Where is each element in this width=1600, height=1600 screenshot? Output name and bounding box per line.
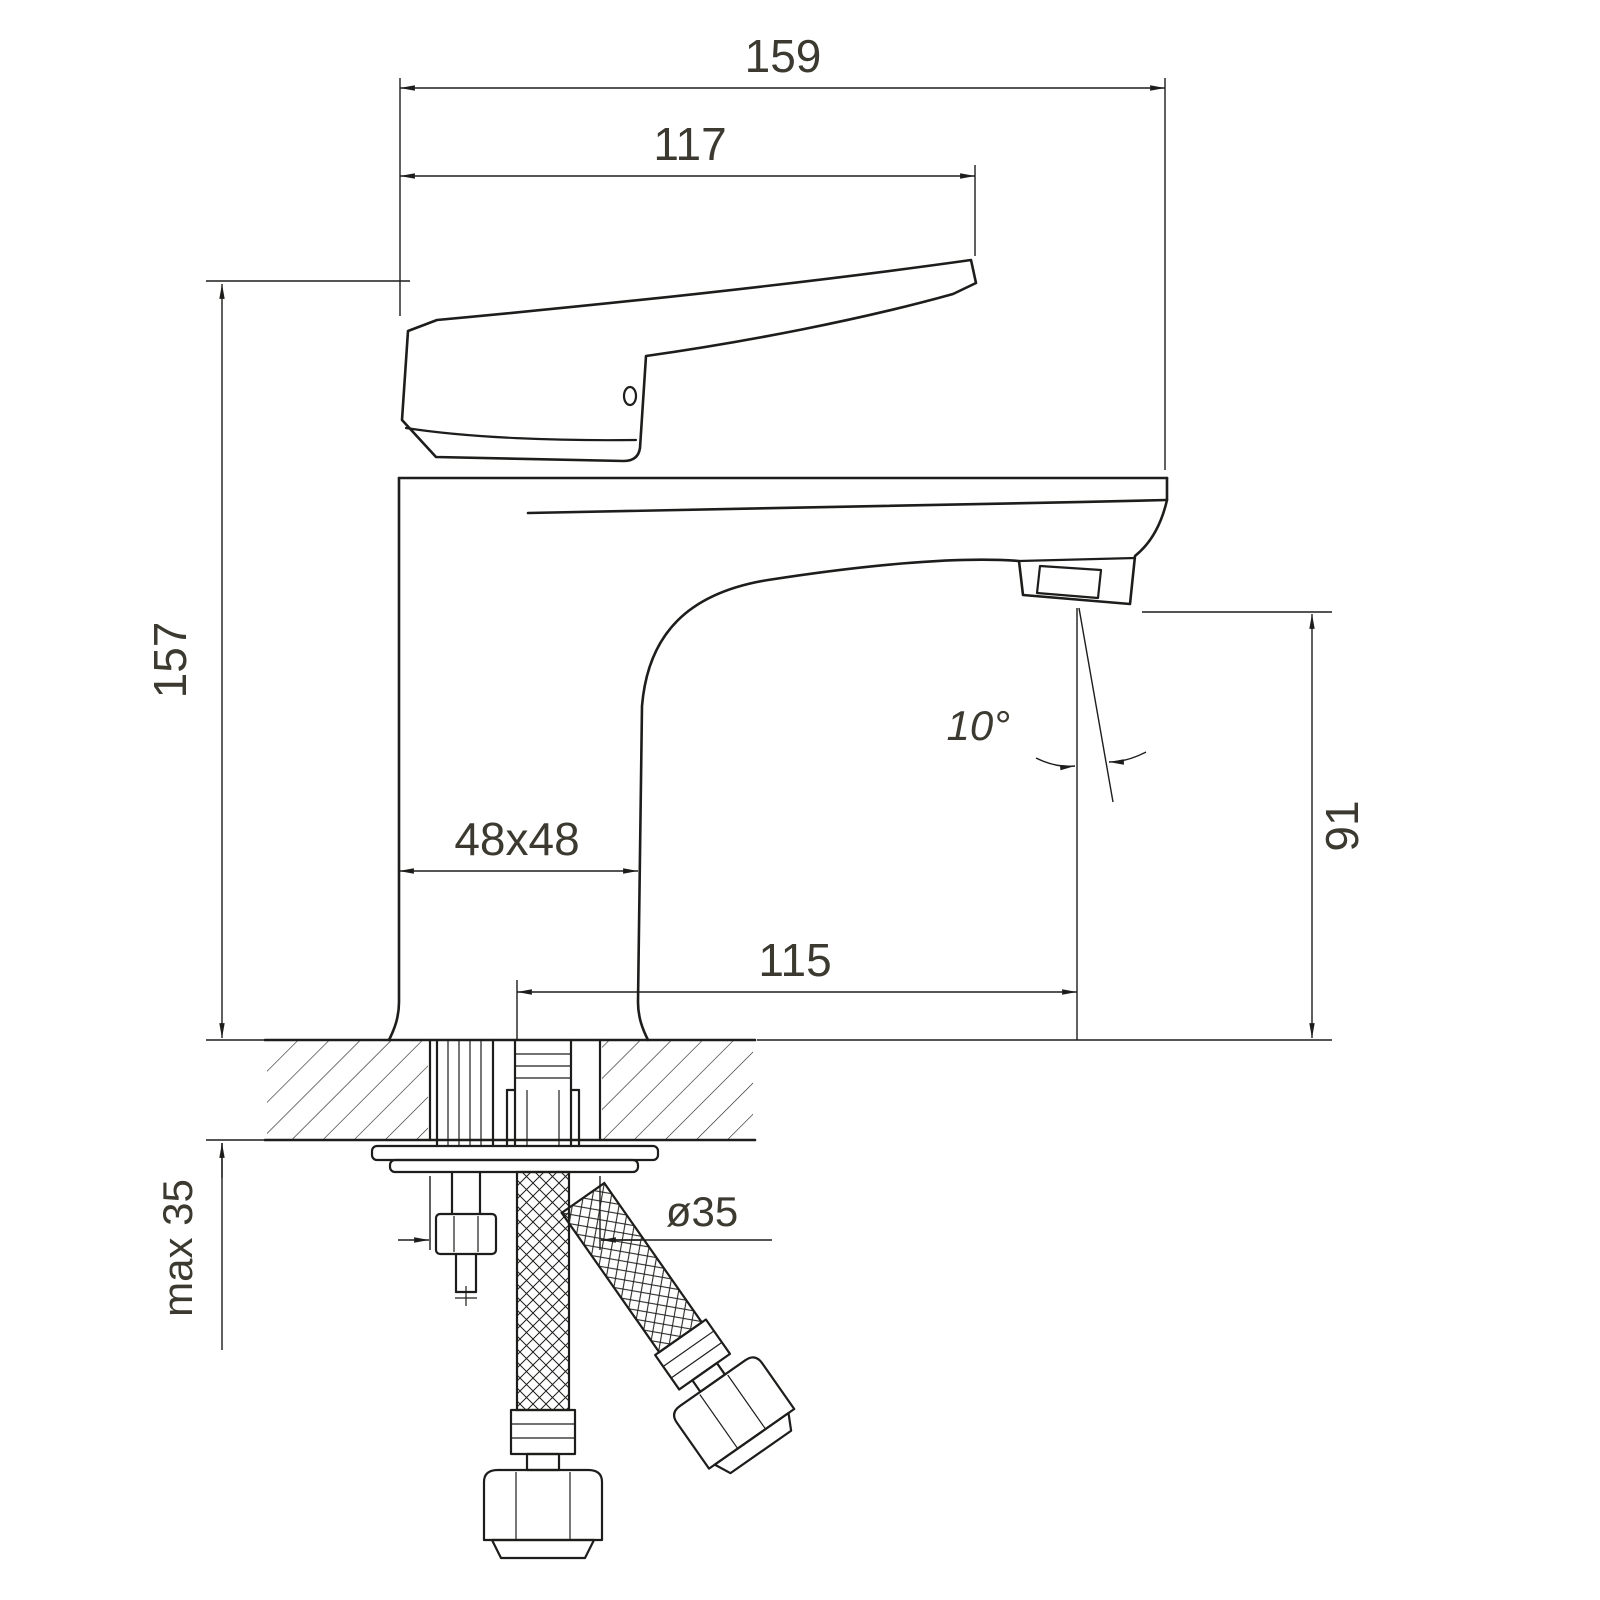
counter-slab: [263, 1038, 757, 1142]
dim-hole-label: ø35: [666, 1188, 738, 1235]
dimension-handle-reach-117: 117: [399, 118, 976, 256]
washer-plate: [370, 1144, 660, 1174]
dim-91-label: 91: [1316, 800, 1368, 851]
dim-157-label: 157: [144, 622, 196, 699]
faucet-body: [387, 476, 1169, 1042]
handle-screw-plug: [622, 385, 638, 407]
dim-angle-label: 10°: [946, 702, 1010, 749]
dimension-base-48x48: 48x48: [398, 813, 639, 874]
hose-braid: [515, 1170, 571, 1412]
stream-tilted-line: [1078, 607, 1114, 803]
slab-hatch-left: [267, 1041, 428, 1139]
hose-fitting-in-slab: [505, 1038, 581, 1148]
mounting-stud: [434, 1038, 498, 1306]
dimension-overall-width-159: 159: [399, 30, 1166, 470]
dimension-max-thickness-35: max 35: [154, 1139, 268, 1350]
faucet-handle: [400, 258, 978, 463]
body-left-edge: [387, 476, 401, 1042]
stud-hex-nut: [434, 1212, 498, 1256]
hose-nut: [673, 1356, 796, 1470]
angle-arc-left: [1035, 757, 1076, 771]
dim-max35-label: max 35: [154, 1179, 201, 1317]
dimension-hole-diameter-35: ø35: [398, 1176, 772, 1250]
aerator-joint-line: [1017, 556, 1137, 563]
supply-hose-vertical: [482, 1170, 604, 1560]
slab-hatch-right: [602, 1041, 753, 1139]
hose-ferrule: [509, 1408, 577, 1456]
hose-nut: [482, 1468, 604, 1542]
spout-outline: [636, 476, 1169, 1042]
dim-48x48-label: 48x48: [454, 813, 579, 865]
dim-117-label: 117: [653, 118, 726, 170]
angle-arc-right: [1108, 751, 1147, 765]
dim-115-label: 115: [758, 934, 831, 986]
supply-hose-angled: [560, 1181, 796, 1475]
aerator-insert: [1035, 564, 1103, 600]
dim-159-label: 159: [745, 30, 822, 82]
dimension-spout-reach-115: 115: [516, 934, 1078, 1040]
stream-angle: 10°: [946, 607, 1147, 1040]
handle-cap-joint: [404, 426, 638, 442]
top-plate-lip: [526, 498, 1169, 515]
dimension-total-height-157: 157: [144, 280, 410, 1041]
dimension-outlet-height-91: 91: [757, 611, 1368, 1041]
handle-outline: [400, 258, 978, 463]
